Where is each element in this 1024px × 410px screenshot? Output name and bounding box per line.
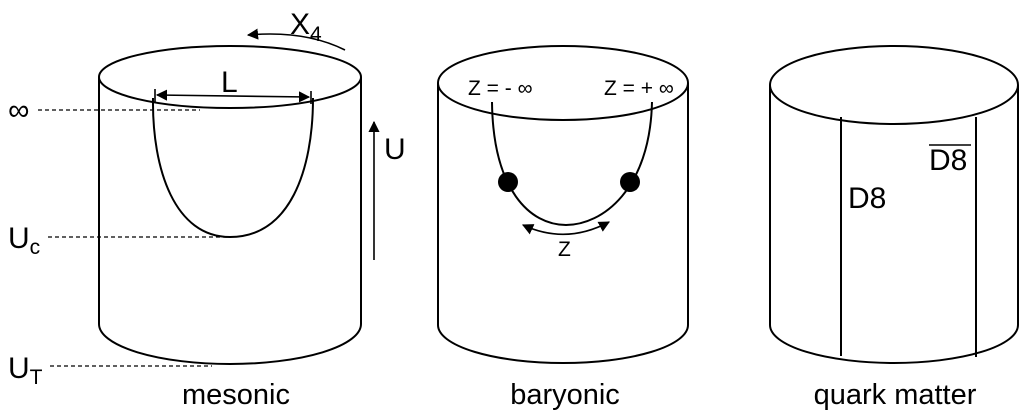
z-label: Z xyxy=(558,238,571,261)
u-label: U xyxy=(384,133,406,166)
z-plus-infinity-label: Z = + ∞ xyxy=(604,77,674,100)
baryon-vertex-right xyxy=(620,172,640,192)
mesonic-bottom-arc xyxy=(98,323,362,365)
x4-arrow xyxy=(246,28,346,51)
z-minus-infinity-label: Z = - ∞ xyxy=(468,77,533,100)
infinity-label: ∞ xyxy=(8,94,29,127)
length-label: L xyxy=(221,66,238,99)
baryonic-caption: baryonic xyxy=(510,379,620,410)
quark-top-ellipse xyxy=(769,45,1019,125)
baryon-vertex-left xyxy=(498,172,518,192)
ut-label: UT xyxy=(8,352,43,389)
d8-label: D8 xyxy=(848,182,886,215)
baryonic-bottom-arc xyxy=(437,324,689,364)
mesonic-caption: mesonic xyxy=(182,379,290,410)
quark-matter-caption: quark matter xyxy=(814,379,977,410)
uc-label: Uc xyxy=(8,222,40,259)
mesonic-cylinder: L X4 xyxy=(98,8,362,365)
quark-matter-cylinder: D8 D8 xyxy=(769,45,1019,364)
quark-bottom-arc xyxy=(769,324,1019,364)
u-axis-labels: ∞ Uc UT xyxy=(8,94,228,389)
baryonic-cylinder: Z = - ∞ Z = + ∞ Z xyxy=(437,45,689,364)
anti-d8-label: D8 xyxy=(929,144,967,177)
z-arrow xyxy=(521,221,610,236)
x4-label: X4 xyxy=(290,8,322,46)
mesonic-u-string xyxy=(151,97,314,239)
length-arrow xyxy=(155,89,311,103)
